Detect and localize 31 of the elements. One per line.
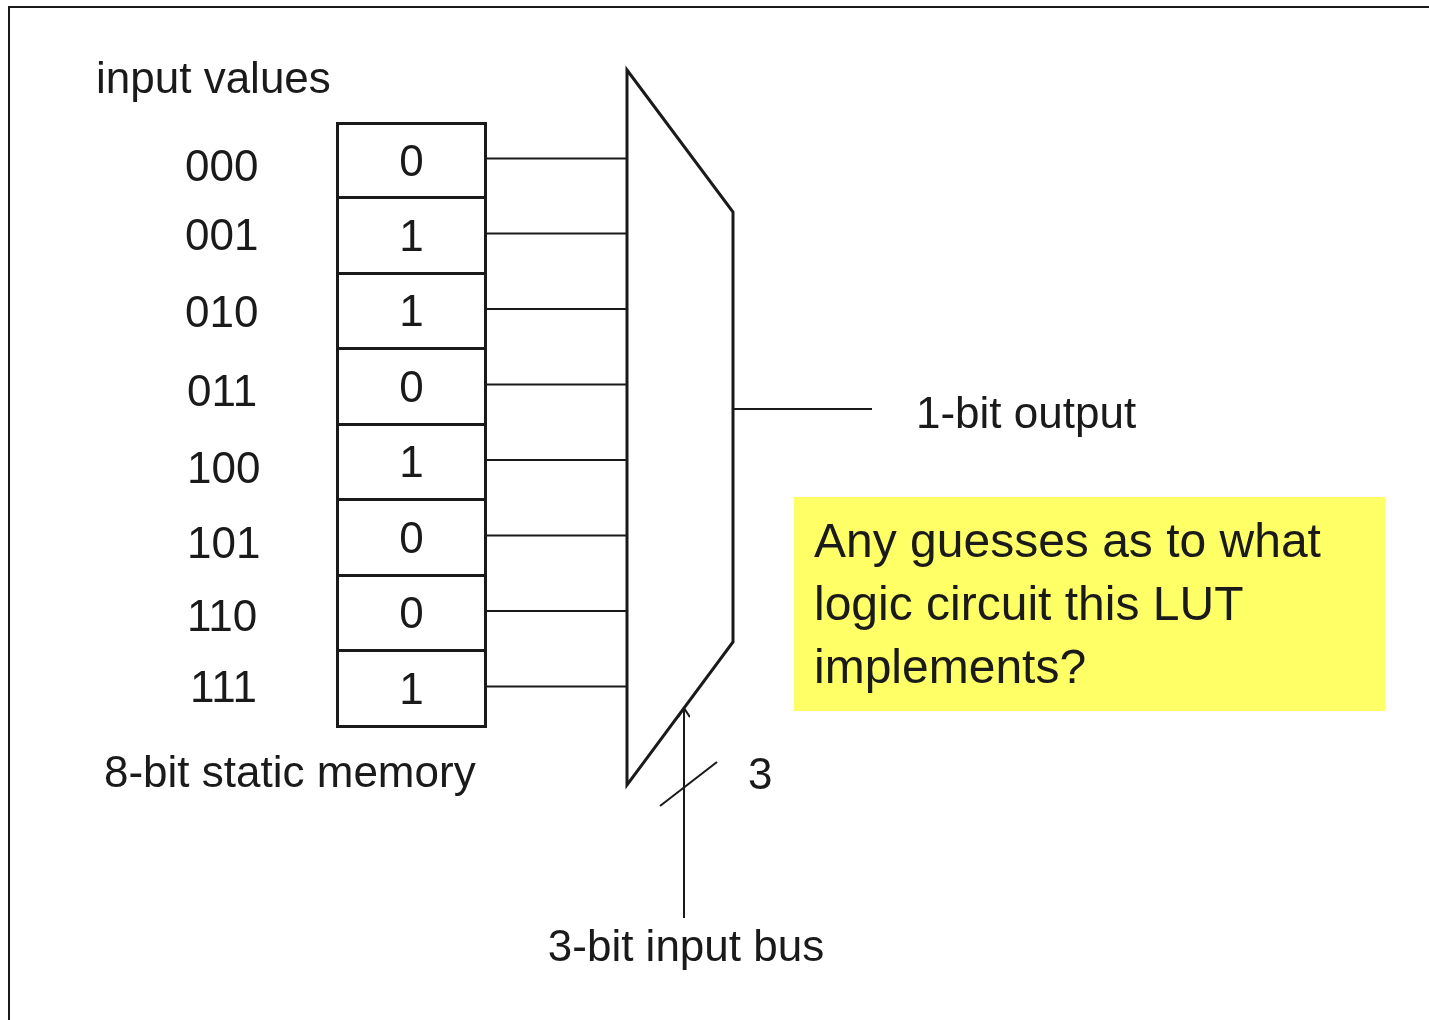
connector-line [486,610,628,612]
memory-cell: 0 [336,574,487,652]
input-value-label: 111 [190,665,257,709]
connector-line [486,232,628,235]
note-box: Any guesses as to what logic circuit this LUT implements? [794,497,1385,711]
input-value-label: 000 [185,144,259,188]
input-value-label: 100 [187,446,261,490]
memory-cell: 0 [336,347,487,426]
input-value-label: 001 [185,213,259,257]
connector-line [486,383,628,386]
input-value-label: 101 [187,521,261,565]
signal-label: 1-bit output [872,388,1172,438]
memory-cell: 0 [336,498,487,577]
memory-cell: 1 [336,272,487,350]
memory-cell: 0 [336,122,487,199]
bus-width-label: 3 [748,752,773,796]
connector-line [486,534,628,537]
signal-label: 3-bit input bus [530,918,842,974]
memory-cell: 1 [336,649,487,728]
input-value-label: 010 [185,290,259,334]
connector-line [486,685,628,688]
column-heading: input values [96,56,331,100]
connector-line [486,157,628,160]
input-value-label: 110 [187,594,258,638]
memory-caption: 8-bit static memory [104,750,476,794]
multiplexer-symbol [624,66,737,789]
connector-line [486,459,628,461]
memory-cell: 1 [336,196,487,275]
input-value-label: 011 [187,369,258,413]
memory-cell: 1 [336,423,487,501]
connector-line [486,308,628,310]
